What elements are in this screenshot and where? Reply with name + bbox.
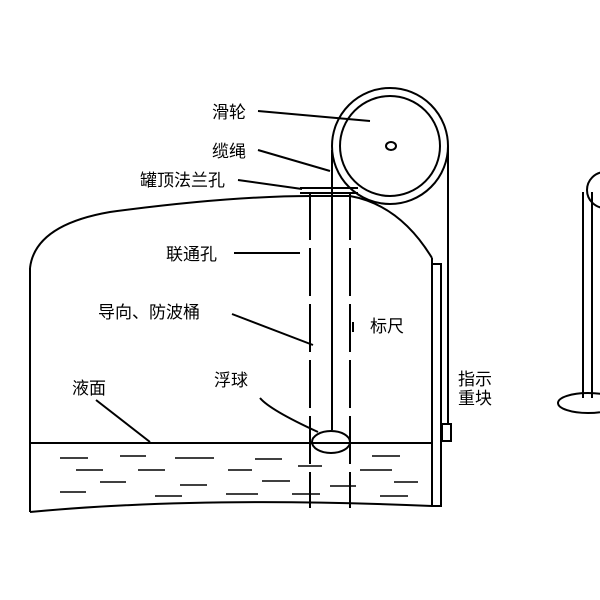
label-scale: 标尺 xyxy=(370,317,404,337)
label-liquid-surface: 液面 xyxy=(72,379,106,399)
pulley-inner xyxy=(339,95,441,197)
indicator-weight xyxy=(441,423,452,442)
leader-liquid-surface xyxy=(95,399,151,443)
leader-guide-tube xyxy=(231,313,314,346)
label-weight-line2: 重块 xyxy=(458,389,492,409)
liquid-dashes xyxy=(60,455,418,497)
label-cable: 缆绳 xyxy=(212,142,246,162)
pulley-outer xyxy=(331,87,449,205)
tank-bottom xyxy=(29,501,433,513)
pulley-axle xyxy=(385,141,397,151)
label-float: 浮球 xyxy=(214,371,248,391)
label-vent-hole: 联通孔 xyxy=(166,245,217,265)
scale-board xyxy=(431,263,442,507)
leader-float xyxy=(259,397,319,433)
label-flange-hole: 罐顶法兰孔 xyxy=(140,171,225,191)
leader-pulley xyxy=(257,110,371,122)
right-figure-base xyxy=(557,392,600,414)
tank-roof xyxy=(29,195,433,269)
leader-cable xyxy=(257,149,331,172)
right-figure-ball xyxy=(586,171,600,209)
label-weight-line1: 指示 xyxy=(458,370,492,390)
label-guide-tube: 导向、防波桶 xyxy=(98,303,200,323)
leader-flange xyxy=(237,179,303,190)
label-pulley: 滑轮 xyxy=(212,103,246,123)
float-ball xyxy=(311,430,351,454)
